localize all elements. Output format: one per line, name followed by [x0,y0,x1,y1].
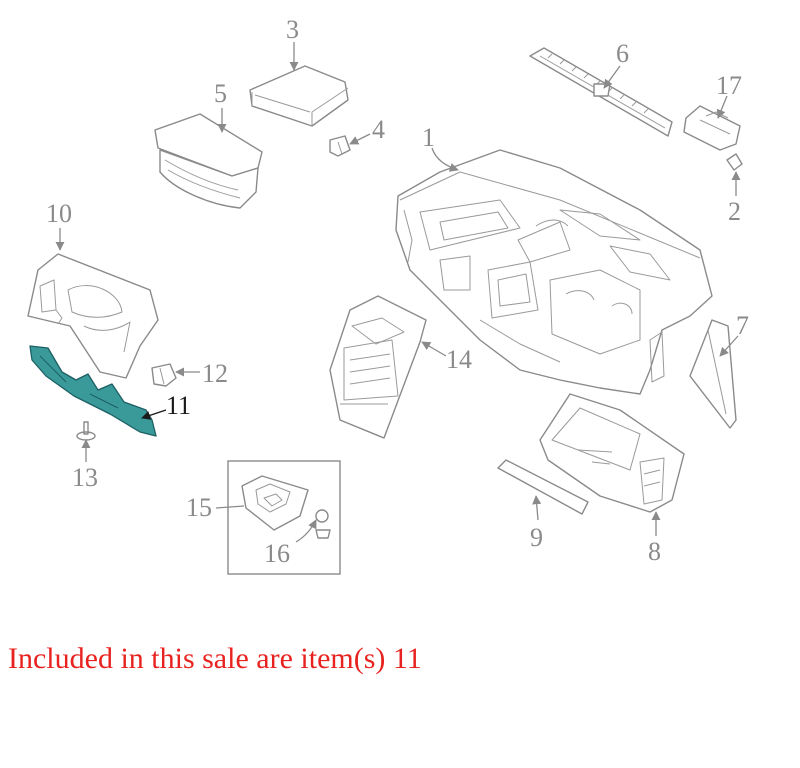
label-10: 10 [46,199,72,228]
part-17-sensor [683,105,741,151]
part-8-glove-box [539,393,685,513]
label-6: 6 [616,39,629,68]
label-13: 13 [72,463,98,492]
part-11-highlighted-panel [29,345,157,437]
part-12-clip [151,363,177,387]
part-5-airbag [154,113,263,209]
label-9: 9 [530,523,543,552]
label-4: 4 [372,115,385,144]
sale-caption: Included in this sale are item(s) 11 [8,642,422,675]
part-1-instrument-panel [395,149,713,395]
part-9-strip [497,459,589,515]
label-5: 5 [214,79,227,108]
part-2-sensor [726,153,743,171]
label-2: 2 [728,197,741,226]
label-12: 12 [202,359,228,388]
part-7-end-cap [689,319,737,429]
label-8: 8 [648,537,661,566]
part-6-defroster-grille [529,47,673,137]
parts-diagram: 3 5 4 6 17 2 1 7 14 10 12 11 13 9 8 15 1… [27,15,749,575]
label-15: 15 [186,493,212,522]
part-10-cluster-bezel [27,253,159,379]
label-3: 3 [286,15,299,44]
part-4-clip [329,135,351,157]
part-3-pad [249,65,349,127]
label-14: 14 [446,345,472,374]
label-11: 11 [166,391,191,420]
inset-box-15-16 [227,460,341,575]
part-13-push-pin [76,421,96,441]
label-16: 16 [264,539,290,568]
part-14-center-bezel [329,295,427,439]
label-7: 7 [736,311,749,340]
label-17: 17 [716,71,742,100]
label-1: 1 [422,123,435,152]
